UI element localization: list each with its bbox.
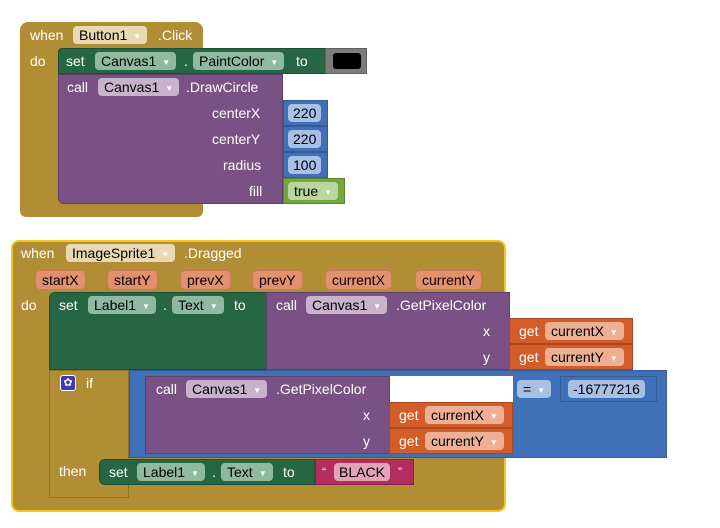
get-label: get [519, 323, 539, 339]
color-swatch[interactable] [333, 53, 361, 69]
set-label-text-block[interactable] [99, 459, 315, 485]
param-starty[interactable]: startY [107, 270, 158, 290]
centery-value[interactable]: 220 [288, 130, 322, 148]
component-dropdown[interactable]: Canvas1▼ [306, 296, 388, 314]
set-label: set [109, 464, 128, 480]
param-currentx[interactable]: currentX [325, 270, 392, 290]
dropdown-arrow-icon: ▼ [162, 58, 171, 67]
get-label: get [399, 433, 419, 449]
component-dropdown[interactable]: Label1▼ [137, 463, 205, 481]
dropdown-arrow-icon: ▼ [258, 469, 267, 478]
property-dropdown[interactable]: PaintColor▼ [193, 52, 285, 70]
dot-label: . [163, 297, 167, 313]
do-label: do [21, 297, 37, 313]
x-label: x [363, 407, 370, 423]
y-label: y [363, 433, 370, 449]
centerx-label: centerX [212, 105, 261, 121]
property-dropdown[interactable]: Text▼ [221, 463, 273, 481]
dropdown-arrow-icon: ▼ [133, 32, 142, 41]
variable-dropdown[interactable]: currentY▼ [545, 348, 624, 366]
event-label: .Dragged [184, 245, 242, 261]
property-dropdown[interactable]: Text▼ [172, 296, 224, 314]
param-prevy[interactable]: prevY [252, 270, 303, 290]
centery-label: centerY [212, 131, 261, 147]
component-dropdown[interactable]: Button1▼ [73, 26, 148, 44]
dropdown-arrow-icon: ▼ [324, 188, 333, 197]
method-label: .GetPixelColor [396, 297, 487, 313]
dropdown-arrow-icon: ▼ [609, 354, 618, 363]
when-label: when [30, 27, 64, 43]
dropdown-arrow-icon: ▼ [489, 438, 498, 447]
centerx-value[interactable]: 220 [288, 104, 322, 122]
if-label: if [86, 375, 93, 391]
dropdown-arrow-icon: ▼ [165, 84, 174, 93]
set-label-text-block[interactable] [49, 292, 267, 370]
get-label: get [399, 407, 419, 423]
method-label: .DrawCircle [186, 79, 259, 95]
dropdown-arrow-icon: ▼ [537, 386, 546, 395]
variable-dropdown[interactable]: currentX▼ [425, 406, 504, 424]
dropdown-arrow-icon: ▼ [253, 386, 262, 395]
get-label: get [519, 349, 539, 365]
radius-label: radius [223, 157, 262, 173]
when-label: when [21, 245, 55, 261]
y-label: y [483, 349, 490, 365]
param-prevx[interactable]: prevX [180, 270, 231, 290]
dropdown-arrow-icon: ▼ [142, 302, 150, 311]
fill-dropdown[interactable]: true▼ [288, 182, 339, 200]
component-dropdown[interactable]: Canvas1▼ [186, 380, 268, 398]
set-label: set [66, 53, 85, 69]
do-label: do [30, 53, 46, 69]
radius-value[interactable]: 100 [288, 156, 322, 174]
component-dropdown[interactable]: Label1▼ [88, 296, 156, 314]
call-label: call [67, 79, 89, 95]
to-label: to [296, 53, 308, 69]
mutator-gear-icon[interactable]: ✿ [60, 375, 76, 391]
method-label: .GetPixelColor [276, 381, 367, 397]
variable-dropdown[interactable]: currentY▼ [425, 432, 504, 450]
to-label: to [283, 464, 295, 480]
dropdown-arrow-icon: ▼ [609, 328, 618, 337]
dropdown-arrow-icon: ▼ [489, 412, 498, 421]
param-currenty[interactable]: currentY [415, 270, 482, 290]
dropdown-arrow-icon: ▼ [161, 250, 170, 259]
call-label: call [156, 381, 178, 397]
dropdown-arrow-icon: ▼ [270, 58, 279, 67]
component-dropdown[interactable]: ImageSprite1▼ [66, 244, 176, 262]
event-label: .Click [158, 27, 193, 43]
operator-dropdown[interactable]: =▼ [517, 380, 552, 398]
dot-label: . [212, 464, 216, 480]
variable-dropdown[interactable]: currentX▼ [545, 322, 624, 340]
dropdown-arrow-icon: ▼ [373, 302, 382, 311]
param-startx[interactable]: startX [35, 270, 86, 290]
call-label: call [276, 297, 298, 313]
to-label: to [234, 297, 246, 313]
open-quote-icon: “ [322, 465, 326, 479]
component-dropdown[interactable]: Canvas1▼ [98, 78, 180, 96]
close-quote-icon: ” [398, 465, 402, 479]
dot-label: . [184, 53, 188, 69]
x-label: x [483, 323, 490, 339]
component-dropdown[interactable]: Canvas1▼ [95, 52, 177, 70]
compare-value[interactable]: -16777216 [568, 380, 645, 398]
set-label: set [59, 297, 78, 313]
dropdown-arrow-icon: ▼ [209, 302, 218, 311]
dropdown-arrow-icon: ▼ [191, 469, 199, 478]
then-label: then [59, 463, 87, 479]
fill-label: fill [249, 183, 263, 199]
call-getpixelcolor-block[interactable] [145, 376, 390, 454]
text-value[interactable]: BLACK [334, 463, 390, 481]
